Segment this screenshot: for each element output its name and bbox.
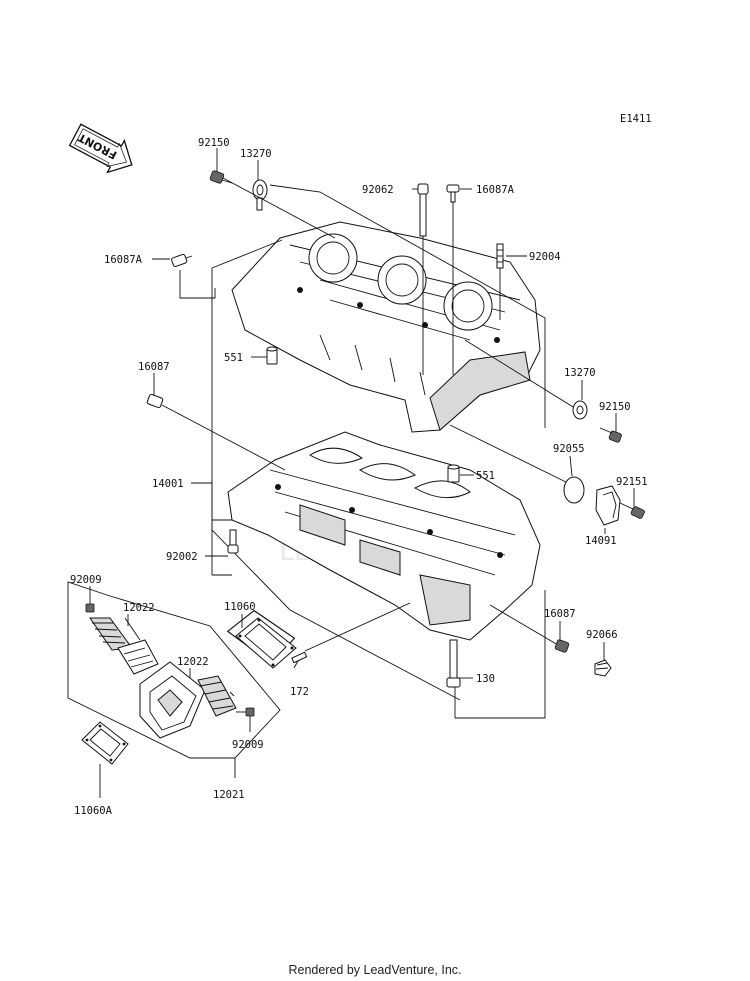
- bolt-130: [446, 639, 461, 688]
- reed-valve-assembly: [85, 603, 255, 739]
- label-11060A: 11060A: [74, 805, 113, 817]
- diagram-id: E1411: [620, 113, 652, 125]
- label-92066: 92066: [586, 629, 618, 641]
- label-92062: 92062: [362, 184, 394, 196]
- gasket-11060A: [81, 721, 129, 765]
- upper-crankcase: [231, 221, 541, 433]
- washer-13270-right: [572, 400, 588, 420]
- front-arrow-icon: FRONT: [68, 123, 133, 174]
- label-16087A-top: 16087A: [476, 184, 515, 196]
- bolt-92150-right: [599, 427, 622, 443]
- label-92150-right: 92150: [599, 401, 631, 413]
- fitting-16087-left: [146, 393, 286, 471]
- label-92009-bottom: 92009: [232, 739, 264, 751]
- fitting-16087A-top: [446, 184, 460, 203]
- label-11060: 11060: [224, 601, 256, 613]
- label-13270-top: 13270: [240, 148, 272, 160]
- fitting-16087-right: [554, 639, 570, 653]
- cover-14091: [595, 485, 621, 526]
- label-172: 172: [290, 686, 309, 698]
- label-92151: 92151: [616, 476, 648, 488]
- label-14091: 14091: [585, 535, 617, 547]
- label-92150-top: 92150: [198, 137, 230, 149]
- stud-172: [291, 651, 308, 664]
- dowel-551-top: [266, 346, 278, 365]
- stud-92004: [496, 243, 504, 269]
- washer-13270-top: [252, 179, 268, 211]
- label-12022-mid: 12022: [177, 656, 209, 668]
- label-92055: 92055: [553, 443, 585, 455]
- bolt-92150-top: [209, 170, 233, 184]
- label-12021: 12021: [213, 789, 245, 801]
- label-551-mid: 551: [476, 470, 495, 482]
- label-92009-top: 92009: [70, 574, 102, 586]
- label-14001: 14001: [152, 478, 184, 490]
- dowel-551-mid: [447, 464, 460, 483]
- footer-credit: Rendered by LeadVenture, Inc.: [288, 963, 462, 977]
- bolt-92151: [619, 502, 645, 519]
- fitting-16087A-left: [171, 253, 193, 268]
- label-16087A-left: 16087A: [104, 254, 143, 266]
- label-92004: 92004: [529, 251, 561, 263]
- label-13270-right: 13270: [564, 367, 596, 379]
- label-130: 130: [476, 673, 495, 685]
- oring-92055: [563, 476, 585, 504]
- label-12022-top: 12022: [123, 602, 155, 614]
- label-16087-right: 16087: [544, 608, 576, 620]
- label-551-top: 551: [224, 352, 243, 364]
- plug-92066: [594, 659, 612, 677]
- bolt-92062: [417, 183, 429, 237]
- label-16087-left: 16087: [138, 361, 170, 373]
- bolt-92002: [227, 529, 239, 554]
- lower-crankcase: [227, 431, 541, 641]
- label-92002: 92002: [166, 551, 198, 563]
- gasket-11060: [226, 609, 297, 669]
